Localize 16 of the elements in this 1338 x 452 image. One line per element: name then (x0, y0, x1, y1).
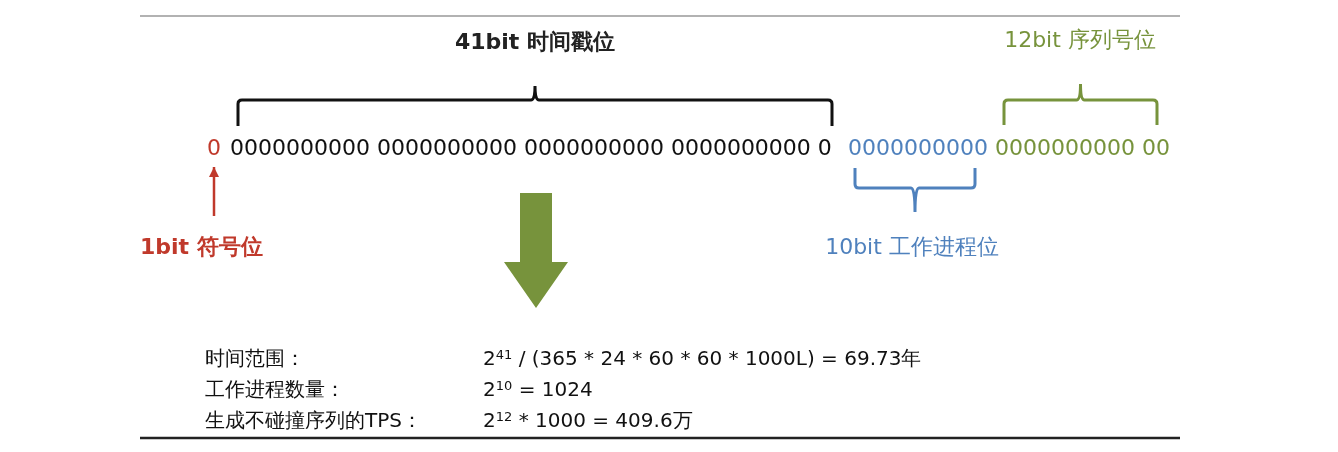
formula-text: 2$^{41}$ / (365 * 24 * 60 * 60 * 1000L) = 69.73年 (483, 346, 922, 370)
block-arrow (504, 193, 568, 308)
sequence-bits-text: 0000000000 00 (995, 135, 1173, 161)
bracket-label: 10bit 工作进程位 (825, 234, 999, 260)
row-label: 时间范围： (205, 346, 305, 370)
bracket-label: 12bit 序列号位 (1004, 27, 1156, 53)
sign-bit-label-text: 1bit 符号位 (140, 234, 275, 260)
worker-bits-text: 0000000000 (848, 135, 990, 161)
row-label: 生成不碰撞序列的TPS： (205, 408, 422, 432)
formula-text: 2$^{10}$ = 1024 (483, 377, 593, 401)
timestamp-bits-text: 0000000000 0000000000 0000000000 0000000000 0 (230, 135, 842, 161)
row-label: 工作进程数量： (205, 377, 345, 401)
leader-arrow (209, 167, 219, 216)
formula-text: 2$^{12}$ * 1000 = 409.6万 (483, 408, 693, 432)
sign-bit-text: 0 (207, 135, 221, 161)
bracket-label: 41bit 时间戳位 (454, 29, 616, 55)
